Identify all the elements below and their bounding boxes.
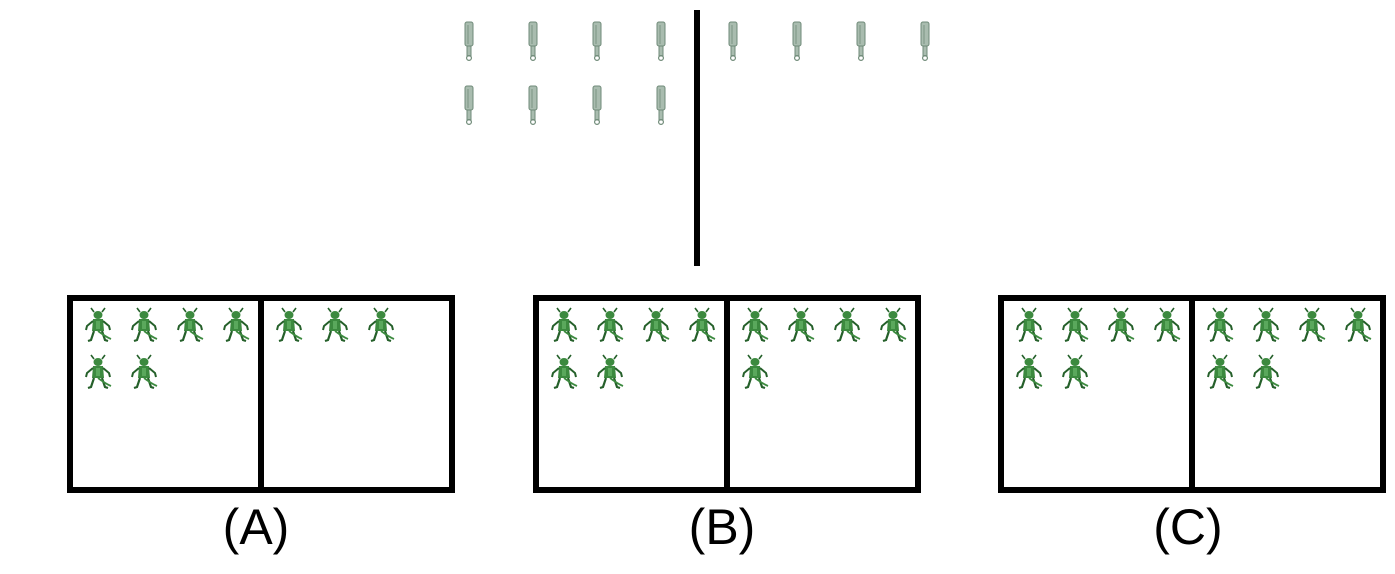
option-a-label: (A) [222, 499, 290, 555]
comb-icon [528, 85, 538, 126]
comb-icon [920, 21, 930, 62]
comb-icon [592, 21, 602, 62]
comb-icon [592, 85, 602, 126]
option-c-box[interactable] [998, 295, 1386, 493]
comb-icon [728, 21, 738, 62]
comb-icon [464, 21, 474, 62]
option-b-box[interactable] [533, 295, 921, 493]
answer-options [67, 295, 1386, 493]
option-b-label: (B) [688, 499, 756, 555]
comb-icon [528, 21, 538, 62]
comb-icon [656, 21, 666, 62]
top-comb-group [464, 10, 930, 266]
comb-icon [656, 85, 666, 126]
comb-icon [792, 21, 802, 62]
option-a-box[interactable] [67, 295, 455, 493]
comb-icon [856, 21, 866, 62]
option-c-label: (C) [1153, 499, 1223, 555]
comb-icon [464, 85, 474, 126]
top-left-combs [464, 21, 666, 126]
top-right-combs [728, 21, 930, 62]
